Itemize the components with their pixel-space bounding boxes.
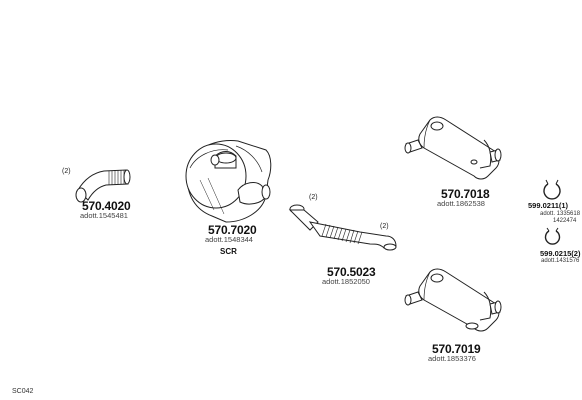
muffler-7018-ref: adott.1862538	[437, 199, 485, 208]
clamp-0215-drawing	[544, 227, 561, 245]
pipe-5023-qty-right: (2)	[380, 223, 389, 230]
muffler-7019-code[interactable]: 570.7019	[432, 342, 481, 356]
pipe-4020-ref: adott.1545481	[80, 211, 128, 220]
clamp-0211-code-text: 599.0211	[528, 201, 559, 210]
scr-muffler-code[interactable]: 570.7020	[208, 223, 257, 237]
clamp-0215-qty: (2)	[571, 249, 581, 258]
pipe-5023-drawing	[288, 204, 397, 251]
muffler-7019-ref: adott.1853376	[428, 354, 476, 363]
pipe-4020-code[interactable]: 570.4020	[82, 199, 131, 213]
clamp-0211-drawing	[543, 179, 561, 200]
pipe-4020-drawing	[75, 169, 131, 203]
muffler-7018-drawing	[404, 116, 502, 180]
muffler-7018-code[interactable]: 570.7018	[441, 187, 490, 201]
clamp-0215-code[interactable]: 599.0215(2)	[540, 249, 580, 258]
clamp-0215-code-text: 599.0215	[540, 249, 572, 258]
diagram-code: SC042	[12, 388, 34, 395]
clamp-0211-ref: adott. 1335618	[540, 211, 581, 217]
clamp-0215-ref: adott.1431576	[541, 258, 580, 264]
pipe-4020-qty: (2)	[62, 168, 71, 175]
pipe-5023-qty-left: (2)	[309, 194, 318, 201]
clamp-0211-code[interactable]: 599.0211(1)	[528, 201, 568, 210]
muffler-7019-drawing	[404, 268, 502, 332]
pipe-5023-code[interactable]: 570.5023	[327, 265, 376, 279]
clamp-0211-qty: (1)	[558, 201, 569, 210]
scr-muffler-ref: adott.1548344	[205, 235, 253, 244]
pipe-5023-ref: adott.1852050	[322, 277, 370, 286]
scr-muffler-drawing	[185, 140, 272, 223]
clamp-0211-ref2: 1422474	[553, 218, 577, 224]
scr-muffler-note: SCR	[220, 247, 237, 256]
